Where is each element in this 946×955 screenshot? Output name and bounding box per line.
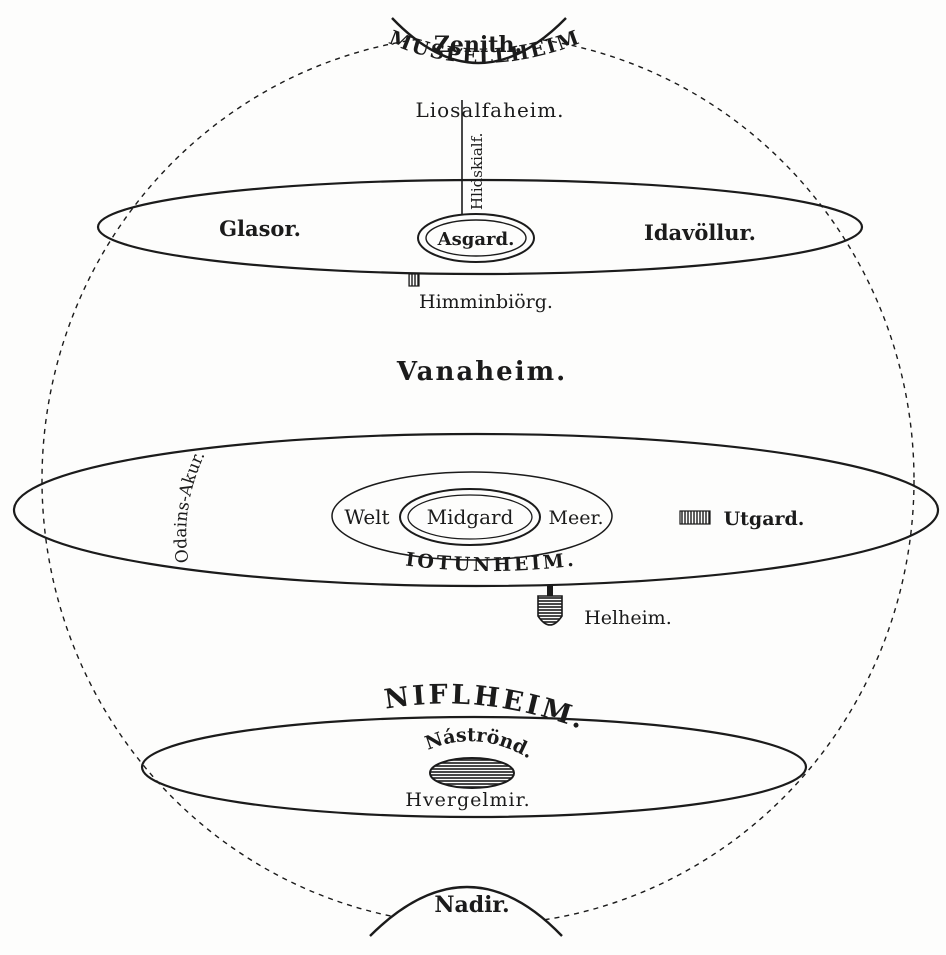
liosalfaheim-label: Liosalfaheim.	[415, 98, 564, 122]
midgard-ring-inner	[407, 494, 533, 540]
meer-label: Meer.	[549, 507, 604, 529]
hlidskialf-label: Hlidskialf.	[468, 133, 486, 210]
idavollur-label: Idavöllur.	[644, 220, 756, 245]
helheim-label: Helheim.	[584, 607, 672, 629]
zenith-arc	[391, 17, 567, 64]
hatched-well-icon	[429, 757, 515, 789]
niflheim-plane	[140, 715, 808, 819]
nadir-label: Nadir.	[434, 892, 509, 918]
tower-icon	[408, 273, 420, 287]
nadir-arc	[369, 885, 563, 937]
hvergelmir-label: Hvergelmir.	[405, 789, 530, 811]
glasor-label: Glasor.	[219, 216, 301, 241]
zenith-label: Zenith.	[434, 32, 522, 58]
nastrond-label: Náströnd.	[422, 724, 537, 763]
midgard-plane	[12, 432, 940, 588]
asgard-ring-inner	[425, 219, 527, 257]
odains-akur-label: Odains-Akur.	[171, 448, 209, 564]
midgard-label: Midgard	[427, 505, 514, 529]
asgard-label: Asgard.	[437, 229, 515, 250]
asgard-ring-outer	[417, 213, 535, 263]
welt-label: Welt	[344, 505, 389, 529]
asgard-plane	[96, 178, 864, 276]
midgard-ring-outer	[399, 488, 541, 546]
hatched-box-icon	[679, 510, 711, 525]
utgard-label: Utgard.	[724, 508, 805, 530]
bell-icon	[537, 586, 563, 626]
himminbiorg-label: Himminbiörg.	[419, 291, 553, 313]
vanaheim-label: Vanaheim.	[396, 357, 567, 387]
